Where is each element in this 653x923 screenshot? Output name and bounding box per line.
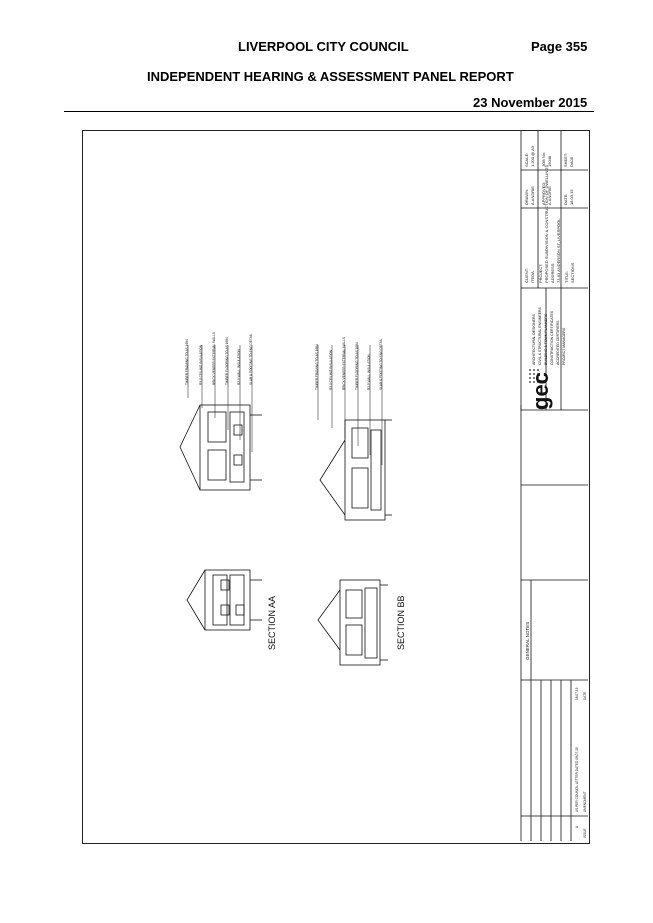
date-label: DATE:	[563, 194, 568, 205]
title-label: TITLE:	[564, 271, 569, 283]
project-label: PROJECT:	[538, 264, 543, 283]
gec-logo: gec	[528, 372, 553, 410]
service-6: PROJECT MANAGERS	[562, 327, 566, 365]
note-bb-4: TIMBER FLOORING TO AS 1684	[355, 342, 359, 390]
project-value: PROPOSED SUBDIVISION & CONSTRUCTION OF D…	[544, 165, 549, 283]
report-title: INDEPENDENT HEARING & ASSESSMENT PANEL R…	[147, 69, 514, 84]
note-aa-5: R2.5 WALL INSULATION	[237, 348, 241, 385]
page-number: Page 355	[531, 39, 588, 54]
report-date: 23 November 2015	[473, 95, 588, 110]
section-aa-label: SECTION AA	[267, 596, 277, 650]
note-bb-3: BRICK VENEER EXTERNAL WALLS	[342, 337, 346, 390]
amendment-letter: A	[575, 825, 579, 828]
drawing-sheet	[82, 130, 590, 844]
council-name: LIVERPOOL CITY COUNCIL	[238, 39, 409, 54]
address-label: ADDRESS:	[550, 263, 555, 283]
note-bb-5: R2.5 WALL INSULATION	[367, 353, 371, 390]
col-date: DATE	[583, 692, 587, 700]
approved-value: A.ANDRIE	[547, 186, 552, 205]
drawn-label: DRAWN:	[524, 189, 529, 205]
col-issue: ISSUE	[583, 828, 587, 838]
note-aa-2: R3.0 CEILING INSULATION	[199, 344, 203, 385]
note-bb-1: TIMBER FRAMING TO AS 1684	[315, 344, 319, 390]
job-value: 15048	[547, 155, 552, 167]
job-label: JOB No:	[541, 152, 546, 167]
amendment-date: 16.07.15	[575, 687, 579, 700]
drawn-value: A.ANDRIE	[530, 186, 535, 205]
general-notes-title: GENERAL NOTES	[525, 622, 530, 660]
scale-label: SCALE:	[524, 153, 529, 167]
sheet-label: SHEET:	[563, 153, 568, 167]
scale-value: 1:200 @ A3	[530, 145, 535, 167]
approved-label: APPROVED:	[541, 182, 546, 205]
service-5: ACCREDITED CERTIFIERS	[556, 320, 560, 365]
note-aa-6: SLAB & FOOTING TO ENG DETAIL	[249, 333, 253, 385]
sheet-value: DA05	[569, 156, 574, 167]
section-bb-label: SECTION BB	[396, 595, 406, 650]
service-1: ARCHITECTURAL DESIGNERS	[532, 314, 536, 365]
service-3: BUILDING & TOWN PLANNERS	[544, 313, 548, 365]
col-amendment: AMENDMENT	[583, 791, 587, 812]
client-value: ITEDA	[530, 271, 535, 283]
title-value: SECTIONS	[570, 262, 575, 283]
amendment-row: AS PER COUNCIL LETTER DATED 08.07.15	[575, 747, 579, 812]
note-aa-1: TIMBER FRAMING TO AS 1684	[185, 339, 189, 385]
address-value: 73-83 ANDERSON ST, LIVERPOOL	[556, 218, 561, 283]
note-aa-4: TIMBER FLOORING TO AS 1684	[225, 337, 229, 385]
client-label: CLIENT:	[524, 268, 529, 283]
note-bb-6: SLAB & FOOTING TO ENG DETAIL	[379, 338, 383, 390]
service-4: CONSTRUCTION CERTIFICATES	[550, 310, 554, 365]
header-rule	[64, 111, 594, 112]
service-2: CIVIL & STRUCTURAL ENGINEERS	[538, 306, 542, 365]
note-bb-2: R3.0 CEILING INSULATION	[329, 349, 333, 390]
date-value: 18.03.15	[569, 189, 574, 205]
note-aa-3: BRICK VENEER EXTERNAL WALLS	[212, 332, 216, 385]
